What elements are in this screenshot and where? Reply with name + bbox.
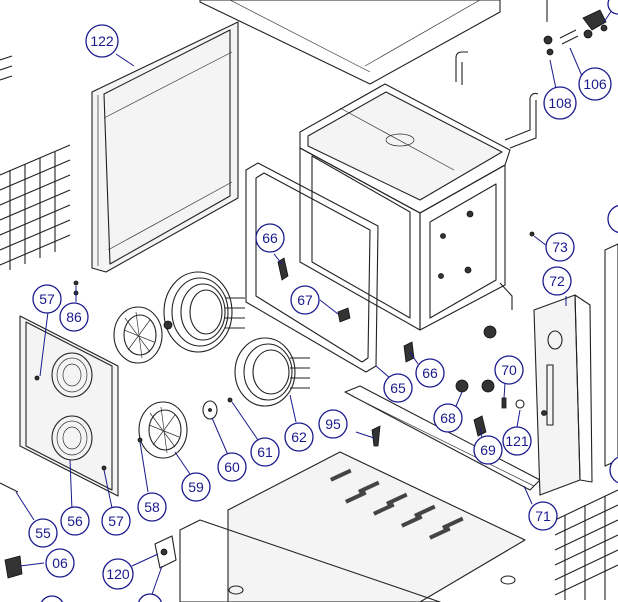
fan-panel-56 (19, 290, 119, 497)
bracket-66a (277, 257, 289, 281)
callout-56-label: 56 (67, 513, 83, 529)
disc-60 (202, 400, 218, 420)
callout-106: 106 (578, 67, 612, 101)
callout-55: 55 (28, 518, 58, 548)
heating-element-upper (163, 271, 245, 353)
bottom-panel (179, 451, 526, 602)
oven-cavity (299, 51, 539, 331)
callout-71-label: 71 (535, 508, 551, 524)
screw-61 (227, 397, 233, 403)
connector-06 (4, 555, 23, 579)
callout-120: 120 (102, 558, 134, 590)
callout-73-label: 73 (552, 239, 568, 255)
callout-59: 59 (181, 472, 211, 502)
heating-element-lower (234, 337, 310, 407)
callout-57a-label: 57 (39, 291, 55, 307)
callout-70-label: 70 (501, 362, 517, 378)
callout-60-label: 60 (224, 459, 240, 475)
callout-106-label: 106 (583, 76, 607, 92)
callout-121-label: 121 (505, 433, 529, 449)
callout-57a: 57 (32, 284, 62, 314)
callout-65: 65 (383, 373, 413, 403)
callout-108: 108 (543, 86, 577, 120)
callout-95-label: 95 (325, 416, 341, 432)
thermostat-68 (455, 325, 497, 393)
callout-66a-label: 66 (262, 230, 278, 246)
callout-66b: 66 (415, 358, 445, 388)
callout-57b-label: 57 (108, 513, 124, 529)
callout-67: 67 (290, 285, 320, 315)
callout-95: 95 (318, 409, 348, 439)
part-70 (501, 397, 507, 409)
screw-73 (529, 231, 535, 237)
callout-65-label: 65 (390, 380, 406, 396)
washer-121 (515, 399, 525, 409)
leader-lines (15, 9, 613, 601)
callout-57b: 57 (101, 506, 131, 536)
callout-71: 71 (528, 501, 558, 531)
callout-06: 06 (45, 548, 75, 578)
callout-66a: 66 (255, 223, 285, 253)
callout-partial-right-upper (607, 204, 618, 234)
screw-58 (137, 437, 143, 443)
callout-partial-top-right (607, 0, 618, 15)
top-panel (199, 0, 548, 85)
callout-69: 69 (473, 435, 503, 465)
bracket-66b (403, 341, 415, 363)
callout-86: 86 (59, 302, 89, 332)
callout-122: 122 (85, 24, 119, 58)
callout-partial-bottom (137, 593, 163, 602)
callout-68-label: 68 (440, 410, 456, 426)
callout-86-label: 86 (66, 309, 82, 325)
fan-wheel-59 (138, 401, 188, 459)
callout-60: 60 (217, 452, 247, 482)
callout-121: 121 (502, 426, 532, 456)
callout-06-label: 06 (52, 555, 68, 571)
callout-108-label: 108 (548, 95, 572, 111)
callout-67-label: 67 (297, 292, 313, 308)
callout-partial-bottom-left (40, 595, 64, 602)
callout-61-label: 61 (257, 444, 273, 460)
callout-55-label: 55 (35, 525, 51, 541)
callout-72-label: 72 (549, 273, 565, 289)
callout-58: 58 (137, 492, 167, 522)
valve-106 (559, 9, 608, 45)
sensor-67 (337, 307, 351, 323)
callout-72: 72 (542, 266, 572, 296)
screw-86 (73, 280, 79, 286)
callout-68: 68 (433, 403, 463, 433)
fan-wheel-upper (113, 306, 173, 364)
callout-partial-right-lower (609, 456, 618, 484)
callout-58-label: 58 (144, 499, 160, 515)
callout-69-label: 69 (480, 442, 496, 458)
callout-56: 56 (60, 506, 90, 536)
right-side-panel (554, 243, 618, 600)
left-rack (0, 55, 71, 270)
side-panel-122 (91, 21, 239, 273)
callout-62-label: 62 (291, 429, 307, 445)
callout-70: 70 (494, 355, 524, 385)
clip-69 (473, 415, 487, 437)
callout-62: 62 (284, 422, 314, 452)
fitting-108 (543, 35, 554, 56)
callout-122-label: 122 (90, 33, 114, 49)
callout-61: 61 (250, 437, 280, 467)
bracket-120 (154, 535, 177, 569)
bolt-95 (371, 425, 381, 447)
callout-73: 73 (545, 232, 575, 262)
callout-66b-label: 66 (422, 365, 438, 381)
callout-120-label: 120 (106, 566, 130, 582)
callout-59-label: 59 (188, 479, 204, 495)
control-panel-72 (533, 294, 593, 496)
rod-55 (0, 482, 19, 493)
